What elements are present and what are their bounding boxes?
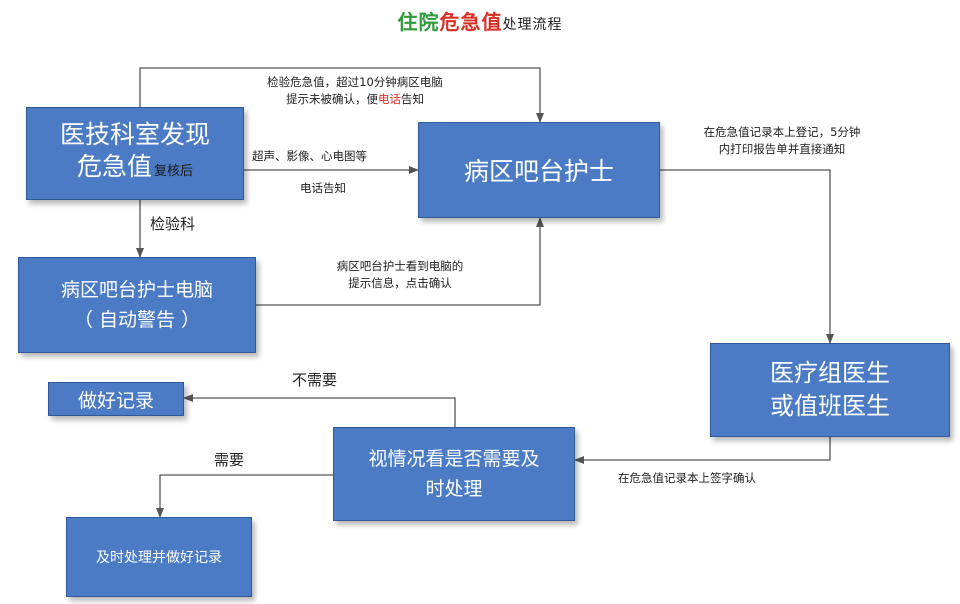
label-nurse-sees-line2: 提示信息，点击确认: [348, 276, 452, 290]
arrow-nurse-to-doctor: [660, 169, 834, 344]
arrow-decide-to-record: [183, 394, 456, 427]
arrow-computer-to-nurse: [256, 217, 544, 306]
node-doctor: 医疗组医生 或值班医生: [710, 343, 950, 437]
node-doctor-line2: 或值班医生: [770, 392, 890, 420]
label-timeout: 检验危急值，超过10分钟病区电脑 提示未被确认，便电话告知: [230, 74, 480, 108]
diagram-title: 住院危急值处理流程: [0, 6, 960, 35]
label-lab: 检验科: [150, 215, 196, 233]
node-computer: 病区吧台护士电脑 （ 自动警告 ）: [18, 257, 256, 353]
label-register-line2: 内打印报告单并直接通知: [718, 142, 846, 156]
node-handle: 及时处理并做好记录: [66, 517, 252, 597]
label-nurse-sees-line1: 病区吧台护士看到电脑的: [336, 259, 464, 273]
node-handle-label: 及时处理并做好记录: [96, 550, 222, 566]
node-doctor-line1: 医疗组医生: [770, 359, 890, 387]
label-nurse-sees: 病区吧台护士看到电脑的 提示信息，点击确认: [300, 258, 500, 292]
node-detect: 医技科室发现 危急值复核后: [26, 107, 244, 200]
node-computer-line2: （ 自动警告 ）: [73, 309, 201, 331]
node-detect-line1: 医技科室发现: [59, 120, 210, 149]
node-nurse: 病区吧台护士: [418, 122, 660, 218]
node-decide-line2: 时处理: [425, 478, 483, 500]
label-timeout-line2c: 告知: [401, 92, 424, 106]
label-sign: 在危急值记录本上签字确认: [618, 471, 756, 485]
label-timeout-line2a: 提示未被确认，便: [286, 92, 378, 106]
label-register-line1: 在危急值记录本上登记，5分钟: [703, 125, 861, 139]
label-phone: 电话告知: [300, 181, 346, 195]
node-record: 做好记录: [48, 382, 184, 416]
node-computer-line1: 病区吧台护士电脑: [60, 279, 213, 301]
label-timeout-phone: 电话: [378, 92, 401, 106]
title-part-3: 处理流程: [502, 17, 563, 33]
label-register: 在危急值记录本上登记，5分钟 内打印报告单并直接通知: [672, 124, 892, 158]
node-record-label: 做好记录: [77, 389, 154, 412]
node-nurse-label: 病区吧台护士: [463, 157, 614, 186]
arrow-timeout-to-nurse: [139, 67, 544, 123]
label-no-need: 不需要: [292, 371, 338, 389]
title-part-2: 危急值: [439, 10, 503, 34]
node-detect-line2: 危急值: [76, 152, 152, 181]
arrow-decide-to-handle: [156, 474, 333, 518]
arrow-doctor-to-decide: [574, 437, 831, 464]
label-need: 需要: [214, 451, 245, 469]
node-detect-note: 复核后: [154, 164, 194, 179]
node-decide: 视情况看是否需要及 时处理: [333, 427, 575, 521]
label-timeout-line1: 检验危急值，超过10分钟病区电脑: [267, 75, 443, 89]
title-part-1: 住院: [397, 10, 440, 34]
node-decide-line1: 视情况看是否需要及: [368, 448, 540, 470]
label-ultrasound: 超声、影像、心电图等: [252, 149, 367, 163]
